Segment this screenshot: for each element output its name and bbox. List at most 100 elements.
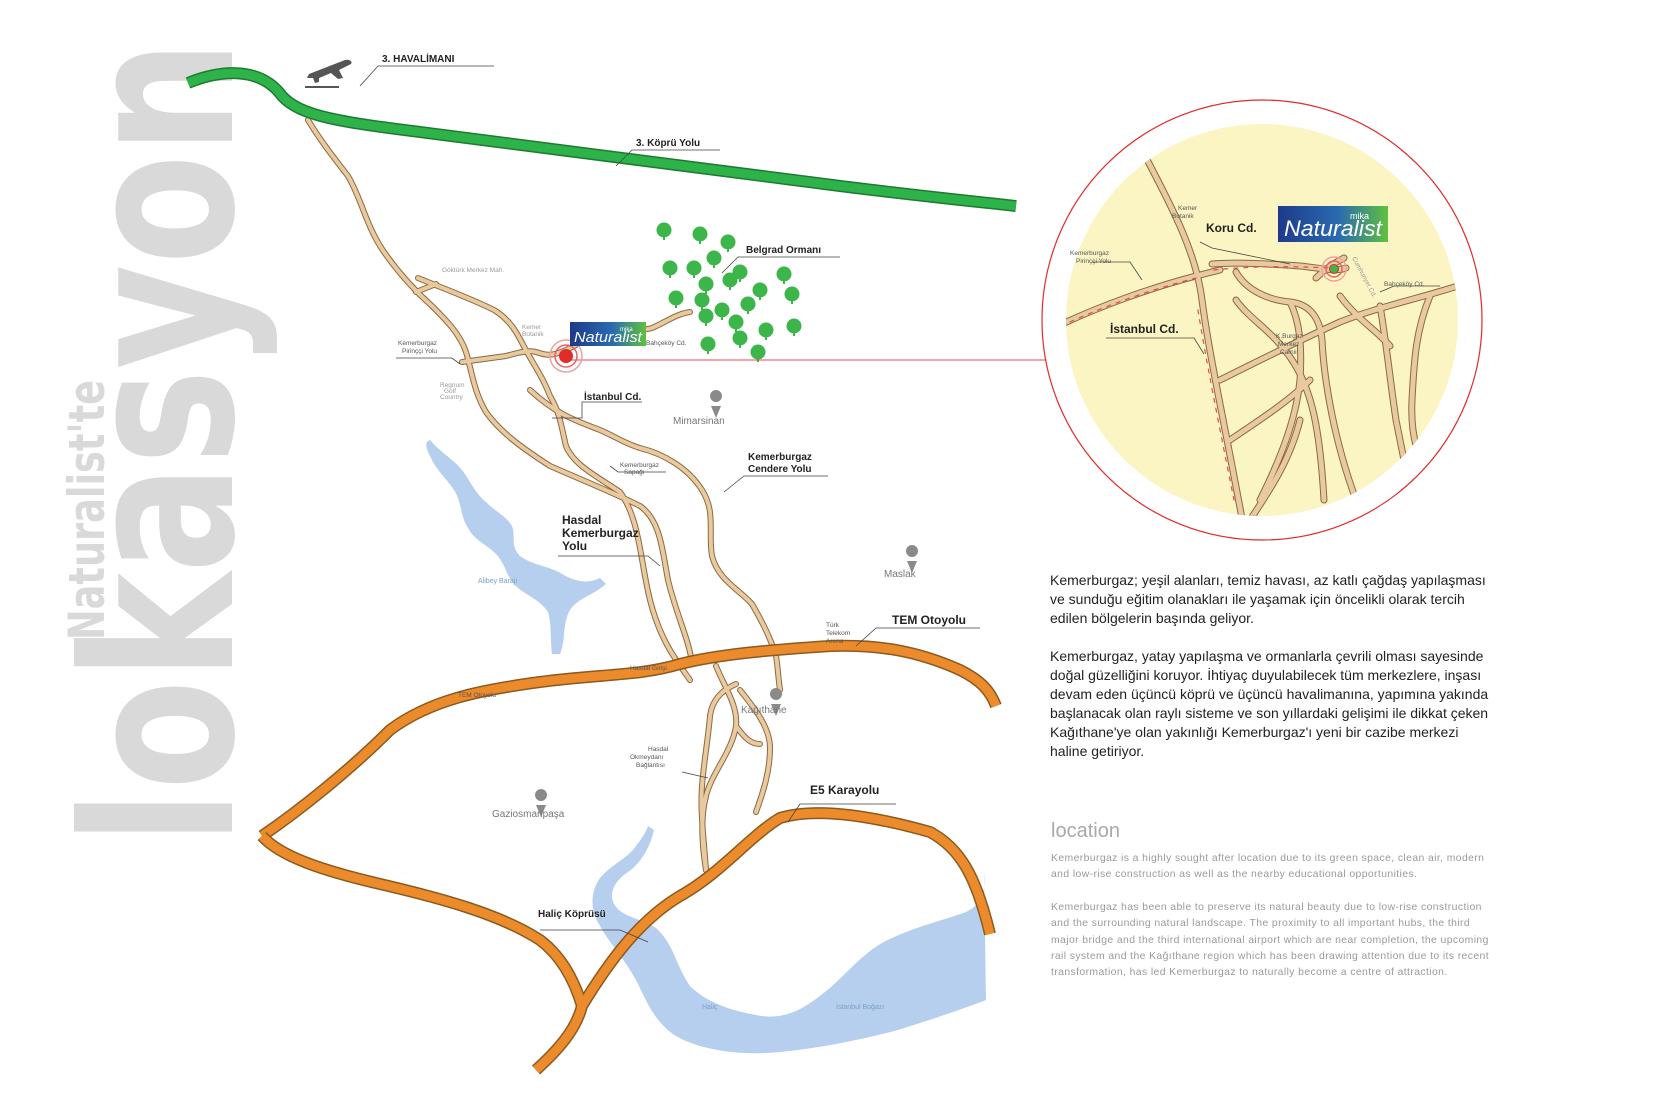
label-okmeydani-1: Hasdal [648,746,669,753]
tree-icon [714,302,730,320]
vertical-title: lokasyon Naturalist'te [40,40,282,845]
title-naturalistte: Naturalist'te [58,380,116,640]
tem-highway [258,639,1002,841]
inset-naturalist-logo: mika Naturalist [1278,206,1388,242]
tree-icon [786,318,802,336]
label-hasdal-1: Hasdal [562,513,601,527]
tree-icon [686,260,702,278]
label-kemer-botanik-2: Botanik [522,331,544,338]
label-okmeydani-3: Bağlantısı [636,762,665,769]
forest-trees [656,222,802,362]
inset-logo-name: Naturalist [1284,216,1383,241]
description-en-paragraph-1: Kemerburgaz is a highly sought after loc… [1051,853,1485,881]
label-telekom-3: Arena [826,638,844,645]
inset-label-pirincci-1: Kemerburgaz [1070,250,1109,257]
tree-icon [752,282,768,300]
inset-label-cami-1: K.Burgaz [1276,333,1303,340]
logo-prefix: mika [620,327,633,333]
inset-map: mika Naturalist Kemer Botanik Koru Cd. K… [1041,99,1483,541]
title-lokasyon: lokasyon [40,40,282,845]
description-tr-paragraph-2: Kemerburgaz, yatay yapılaşma ve ormanlar… [1050,648,1489,759]
label-bridge-road: 3. Köprü Yolu [636,138,700,149]
location-marker-icon [549,339,583,373]
map-labels: 3. HAVALİMANI 3. Köprü Yolu Belgrad Orma… [382,52,966,1011]
leader-lines [359,65,1050,943]
label-e5: E5 Karayolu [810,783,879,797]
label-bahcekoy: Bahçeköy Cd. [646,340,687,347]
inset-label-kemer-2: Botanik [1172,213,1194,220]
alibey-reservoir [426,440,606,654]
description-en-paragraph-2: Kemerburgaz has been able to preserve it… [1051,901,1489,979]
label-forest: Belgrad Ormanı [746,245,821,256]
label-halic-koprusu: Haliç Köprüsü [538,909,606,920]
halic-bogazi-water [592,826,986,1054]
tree-icon [732,264,748,282]
tree-icon [784,286,800,304]
inset-label-cami-3: Camii [1280,349,1297,356]
e5-highway [257,807,996,1075]
place-pin-icon [906,545,919,573]
tree-icon [668,290,684,308]
label-kagithane: Kağıthane [741,705,787,716]
place-pin-icon [710,390,723,418]
tree-icon [750,344,766,362]
label-regnum-1: Regnum [440,382,465,389]
description-turkish: Kemerburgaz; yeşil alanları, temiz havas… [1050,571,1495,780]
tree-icon [706,250,722,268]
label-sapagi-2: Sapağı [624,469,645,476]
place-pins [535,390,919,817]
label-gaziosmanpasa: Gaziosmanpaşa [492,809,565,820]
label-bogazi: İstanbul Boğazı [836,1002,884,1011]
inset-label-istanbul: İstanbul Cd. [1110,321,1179,336]
tree-icon [662,260,678,278]
tree-icon [698,308,714,326]
airplane-icon [305,59,352,88]
label-telekom-2: Telekom [826,630,850,637]
label-pirincci-1: Kemerburgaz [398,340,437,347]
label-regnum-2: Golf [444,388,456,395]
inset-label-bahcekoy: Bahçeköy Cd. [1384,281,1425,288]
label-cendere-1: Kemerburgaz [748,452,812,463]
third-bridge-road [185,67,1017,212]
tree-icon [722,272,738,290]
water-bodies [426,440,986,1054]
label-istanbul-cd: İstanbul Cd. [584,390,641,403]
label-cendere-2: Cendere Yolu [748,464,812,475]
tree-icon [656,222,672,240]
label-halic: Haliç [702,1004,718,1011]
inset-label-cami-2: Merkez [1278,341,1299,348]
place-pin-icon [535,789,548,817]
description-english: Kemerburgaz is a highly sought after loc… [1051,851,1491,998]
tree-icon [758,322,774,340]
label-airport: 3. HAVALİMANI [382,52,455,65]
inset-label-kemer-1: Kemer [1178,205,1198,212]
tree-icon [698,276,714,294]
location-heading: location [1051,820,1120,842]
inset-logo-prefix: mika [1350,211,1369,221]
description-tr-paragraph-1: Kemerburgaz; yeşil alanları, temiz havas… [1050,572,1486,626]
tree-icon [700,336,716,354]
label-sapagi-1: Kemerburgaz [620,462,659,469]
tree-icon [732,330,748,348]
tree-icon [740,296,756,314]
label-gokturk: Göktürk Merkez Mah. [442,267,504,274]
highways [185,67,1017,1075]
label-tem-small: TEM Otoyolu [458,692,496,699]
label-hasdal-giris: Hasdal Girişi [630,665,667,672]
label-kemer-botanik-1: Kemer [522,324,542,331]
tree-icon [728,314,744,332]
tree-icon [694,292,710,310]
inset-label-pirincci-2: Pirinççi Yolu [1076,258,1111,265]
label-telekom-1: Türk [826,622,840,629]
label-okmeydani-2: Okmeydanı [630,754,663,761]
label-hasdal-3: Yolu [562,539,587,553]
inset-label-koru: Koru Cd. [1206,221,1257,235]
naturalist-logo: mika Naturalist [570,322,646,346]
tree-icon [776,266,792,284]
label-maslak: Maslak [884,569,917,580]
label-hasdal-2: Kemerburgaz [562,526,639,540]
label-regnum-3: Country [440,394,464,401]
label-tem: TEM Otoyolu [892,613,966,627]
local-roads [305,117,783,873]
